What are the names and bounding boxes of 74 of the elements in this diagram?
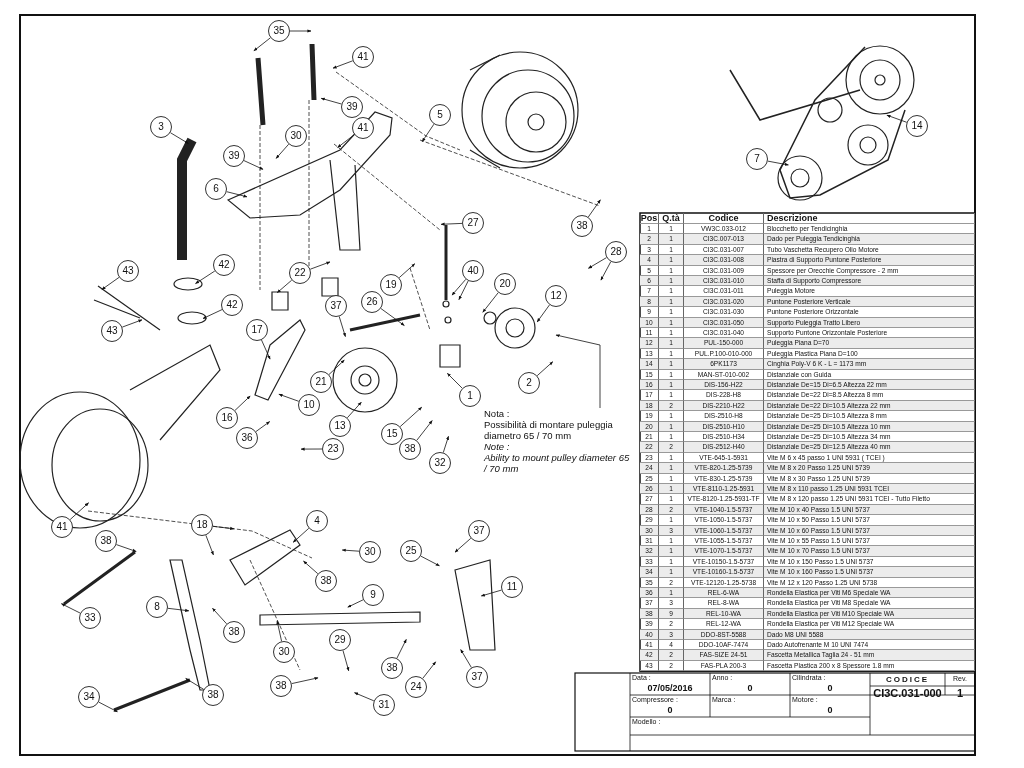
callout-number: 31 [373, 694, 395, 716]
note-text: Ability to mount pulley diameter 65 / 70 mm [484, 452, 631, 474]
callout-number: 16 [216, 407, 238, 429]
column-header: Descrizione [764, 213, 975, 224]
note-heading: Note : [484, 441, 511, 452]
callout-number: 18 [191, 514, 213, 536]
callout-number: 39 [341, 96, 363, 118]
callout-number: 40 [462, 260, 484, 282]
callout-number: 37 [468, 520, 490, 542]
callout-number: 37 [466, 666, 488, 688]
callout-number: 29 [329, 629, 351, 651]
field-value: 0 [826, 705, 834, 715]
note-heading: Nota : [484, 408, 511, 419]
callout-number: 39 [223, 145, 245, 167]
callout-number: 30 [359, 541, 381, 563]
column-header: Pos [640, 213, 659, 224]
callout-number: 34 [78, 686, 100, 708]
callout-number: 35 [268, 20, 290, 42]
callout-number: 2 [518, 372, 540, 394]
callout-number: 20 [494, 273, 516, 295]
field-value: 0 [666, 705, 674, 715]
callout-number: 38 [571, 215, 593, 237]
callout-number: 42 [221, 294, 243, 316]
callout-number: 3 [150, 116, 172, 138]
callout-number: 30 [273, 641, 295, 663]
field-label: CODICE [884, 675, 931, 684]
callout-number: 37 [325, 295, 347, 317]
callout-number: 13 [329, 415, 351, 437]
callout-number: 9 [362, 584, 384, 606]
callout-number: 22 [289, 262, 311, 284]
callout-number: 38 [399, 438, 421, 460]
callout-number: 10 [298, 394, 320, 416]
callout-number: 41 [51, 516, 73, 538]
callout-number: 1 [459, 385, 481, 407]
callout-number: 27 [462, 212, 484, 234]
callout-number: 38 [95, 530, 117, 552]
callout-number: 43 [101, 320, 123, 342]
callout-number: 32 [429, 452, 451, 474]
callout-number: 38 [315, 570, 337, 592]
callout-number: 11 [501, 576, 523, 598]
note-text: Possibilità di montare puleggia diametro 65 / 70 mm [484, 419, 614, 441]
callout-number: 28 [605, 241, 627, 263]
callout-number: 8 [146, 596, 168, 618]
callout-number: 6 [205, 178, 227, 200]
callout-number: 41 [352, 46, 374, 68]
callout-number: 14 [906, 115, 928, 137]
drawing-code: CI3C.031-000 [872, 687, 943, 699]
callout-number: 7 [746, 148, 768, 170]
callout-number: 12 [545, 285, 567, 307]
callout-number: 23 [322, 438, 344, 460]
callout-number: 17 [246, 319, 268, 341]
callout-number: 26 [361, 291, 383, 313]
field-value: 0 [746, 683, 754, 693]
callout-number: 24 [405, 676, 427, 698]
callout-number: 25 [400, 540, 422, 562]
callout-number: 38 [202, 684, 224, 706]
callout-number: 4 [306, 510, 328, 532]
callout-number: 15 [381, 423, 403, 445]
callout-number: 19 [380, 274, 402, 296]
revision-number: 1 [955, 687, 965, 699]
column-header: Codice [684, 213, 764, 224]
callout-number: 43 [117, 260, 139, 282]
callout-number: 38 [270, 675, 292, 697]
callout-number: 36 [236, 427, 258, 449]
callout-number: 42 [213, 254, 235, 276]
column-header: Q.tà [659, 213, 684, 224]
field-value: 07/05/2016 [646, 683, 694, 693]
callout-number: 30 [285, 125, 307, 147]
callout-number: 33 [79, 607, 101, 629]
callout-number: 38 [381, 657, 403, 679]
callout-number: 38 [223, 621, 245, 643]
callout-number: 21 [310, 371, 332, 393]
field-value: 0 [826, 683, 834, 693]
callout-number: 5 [429, 104, 451, 126]
